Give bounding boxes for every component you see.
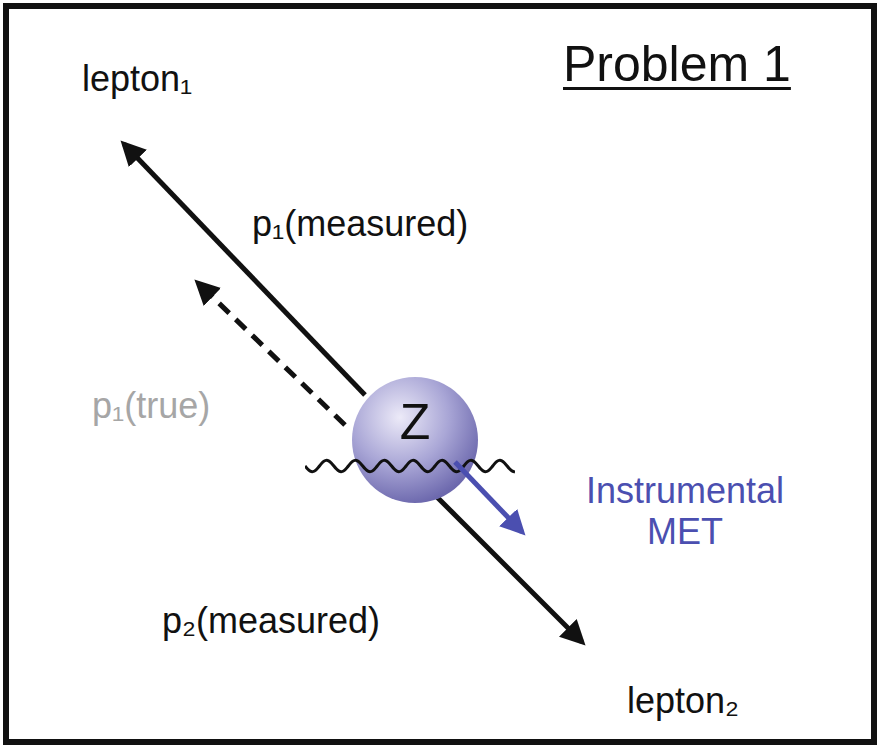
momentum-label: p₁(true)	[92, 385, 210, 426]
met-label: Instrumental MET	[555, 470, 815, 553]
particle-label: Z	[350, 375, 480, 447]
frame	[6, 6, 874, 742]
true-momentum-arrow	[198, 283, 345, 425]
lepton-label: lepton₂	[627, 680, 739, 721]
z-boson-sphere: Z	[350, 375, 480, 505]
measured-momentum-arrow	[124, 144, 365, 395]
measured-momentum-arrow	[425, 485, 582, 642]
problem-title: Problem 1	[563, 36, 791, 94]
momentum-label: p₁(measured)	[252, 203, 468, 244]
lepton-label: lepton₁	[82, 58, 192, 99]
momentum-label: p₂(measured)	[162, 600, 380, 641]
photon-wave	[305, 460, 515, 472]
